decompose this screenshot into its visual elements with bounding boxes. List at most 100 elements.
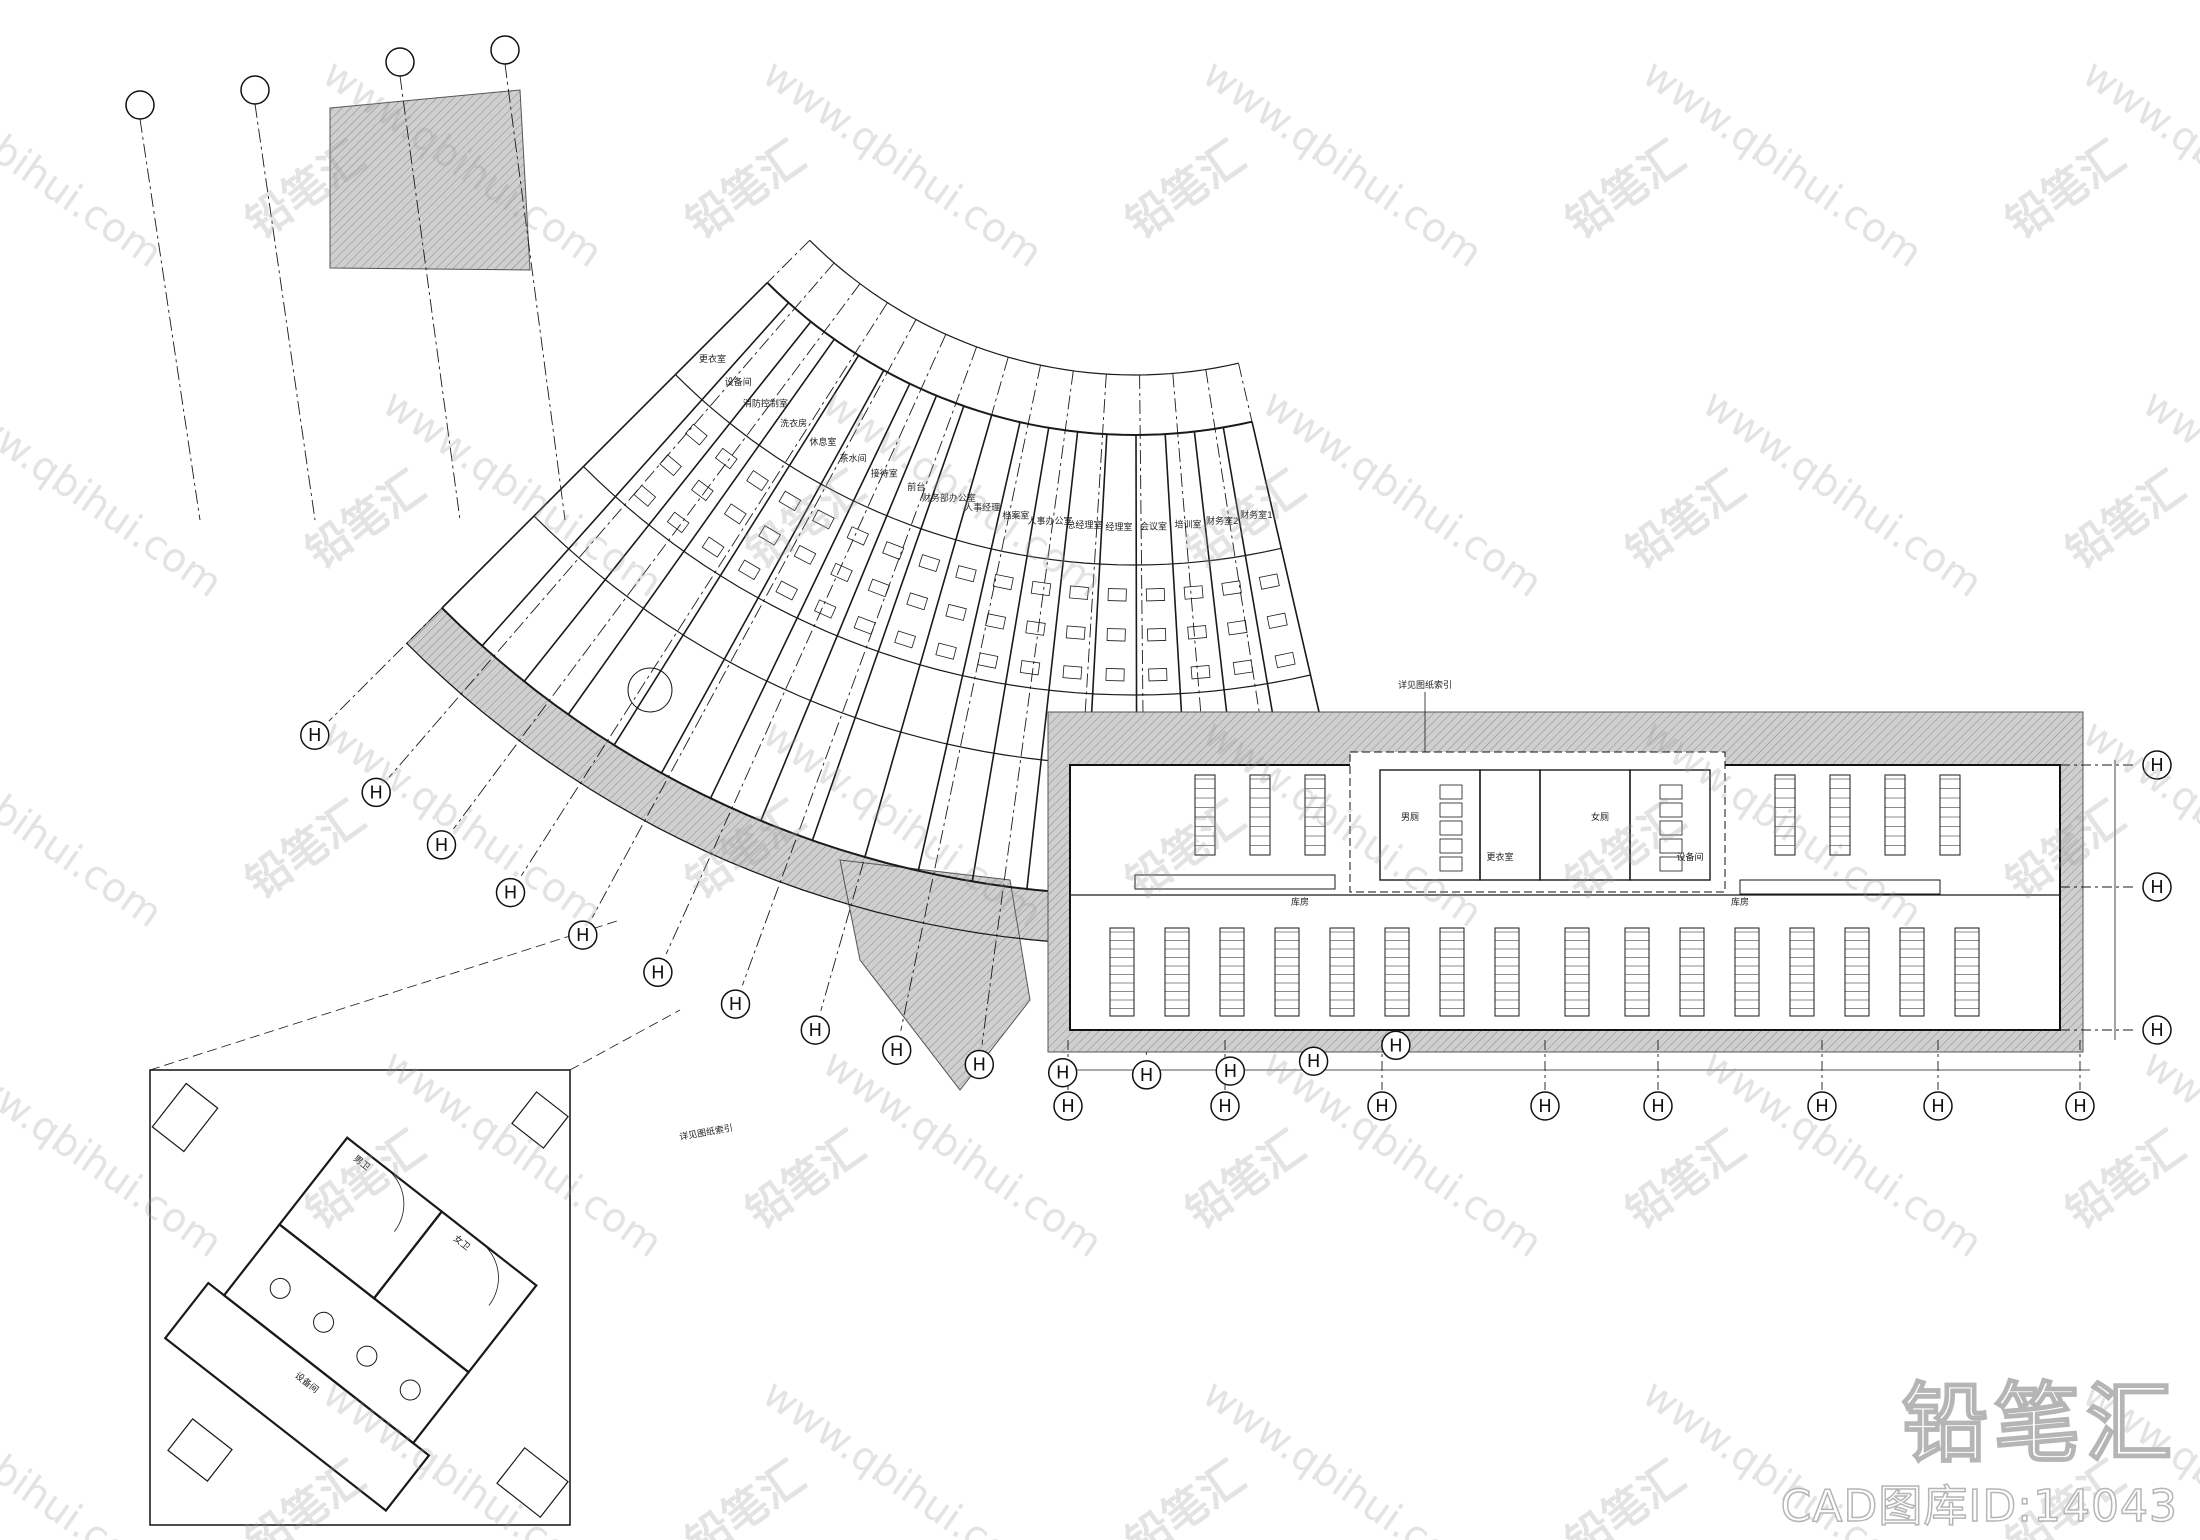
watermark-brand: 铅笔汇 bbox=[1117, 132, 1254, 249]
grid-bubble bbox=[1053, 1091, 1083, 1121]
upper-hatched-wedge bbox=[329, 89, 531, 271]
grid-axis-line bbox=[1205, 369, 1311, 1042]
storage-rack bbox=[1564, 927, 1590, 1017]
grid-bubble bbox=[1367, 1091, 1397, 1121]
room-label: 库房 bbox=[1731, 896, 1749, 908]
watermark-brand: 铅笔汇 bbox=[677, 132, 814, 249]
room-label: 财务部办公室 bbox=[922, 492, 976, 504]
grid-axis-line bbox=[1172, 373, 1230, 1052]
storage-rack bbox=[1219, 927, 1245, 1017]
storage-rack bbox=[1844, 927, 1870, 1017]
desk bbox=[778, 490, 802, 512]
room-label: 更衣室 bbox=[699, 353, 726, 365]
storage-rack bbox=[1789, 927, 1815, 1017]
storage-rack bbox=[1734, 927, 1760, 1017]
desk bbox=[1266, 612, 1288, 629]
grid-bubble bbox=[361, 777, 391, 808]
brand-id: CAD图库ID:14043 bbox=[1780, 1480, 2178, 1533]
room-label: 经理室 bbox=[1105, 521, 1132, 533]
grid-bubble bbox=[1131, 1060, 1162, 1090]
grid-label: H bbox=[369, 782, 383, 803]
desk bbox=[1147, 628, 1167, 642]
watermark-brand: 铅笔汇 bbox=[737, 462, 874, 579]
storage-rack bbox=[1884, 774, 1906, 856]
storage-rack bbox=[1329, 927, 1355, 1017]
desk bbox=[882, 541, 905, 560]
grid-label: H bbox=[1389, 1035, 1403, 1056]
fixture bbox=[313, 1311, 335, 1333]
door-swing bbox=[480, 1242, 499, 1306]
grid-label: H bbox=[308, 725, 322, 746]
watermark-brand: 铅笔汇 bbox=[297, 462, 434, 579]
grid-label: H bbox=[890, 1040, 904, 1061]
grid-bubble bbox=[568, 920, 598, 950]
desk bbox=[977, 652, 999, 669]
watermark-brand: 铅笔汇 bbox=[1557, 1452, 1694, 1540]
grid-bubble bbox=[1210, 1091, 1240, 1121]
grid-label: H bbox=[504, 883, 518, 904]
wing-radial-wall bbox=[660, 369, 885, 774]
storage-rack bbox=[1194, 774, 1216, 856]
grid-bubble bbox=[490, 35, 520, 65]
grid-axis-line bbox=[1238, 363, 1392, 1026]
desk bbox=[992, 573, 1014, 591]
grid-bubble bbox=[300, 720, 330, 750]
grid-axis-line bbox=[1139, 374, 1147, 1055]
wing-radial-wall bbox=[481, 302, 790, 647]
storage-rack bbox=[1494, 927, 1520, 1017]
storage-rack bbox=[1304, 774, 1326, 856]
watermark-brand: 铅笔汇 bbox=[1617, 1122, 1754, 1239]
grid-bubble bbox=[1807, 1091, 1837, 1121]
grid-axis-line bbox=[981, 370, 1074, 1045]
grid-bubble bbox=[1530, 1091, 1560, 1121]
grid-label: H bbox=[1375, 1096, 1389, 1117]
desk bbox=[666, 511, 690, 534]
grid-bubble bbox=[643, 957, 673, 988]
desk bbox=[830, 562, 853, 583]
storage-rack bbox=[1829, 774, 1851, 856]
desk bbox=[918, 554, 941, 573]
desk bbox=[945, 603, 967, 621]
desk bbox=[659, 454, 682, 477]
watermark-brand: 铅笔汇 bbox=[737, 1122, 874, 1239]
desk bbox=[685, 423, 708, 446]
wing-radial-wall bbox=[760, 395, 938, 822]
room-label: 培训室 bbox=[1174, 519, 1201, 531]
horizontal-rack bbox=[1739, 879, 1941, 895]
room-label: 男厕 bbox=[1401, 812, 1419, 823]
grid-bubble bbox=[240, 75, 270, 105]
grid-axis-line bbox=[1063, 374, 1107, 1053]
desk bbox=[814, 599, 837, 619]
index-note: 详见图纸索引 bbox=[678, 1122, 733, 1143]
desk bbox=[737, 559, 761, 581]
room-label: 财务室2 bbox=[1206, 515, 1239, 527]
grid-label: H bbox=[1224, 1061, 1238, 1082]
fixture bbox=[399, 1379, 421, 1401]
storage-rack bbox=[1384, 927, 1410, 1017]
wing-radial-wall bbox=[811, 405, 965, 841]
grid-bubble bbox=[2142, 872, 2172, 902]
grid-label: H bbox=[1307, 1051, 1321, 1072]
desk bbox=[758, 525, 781, 546]
wing-radial-wall bbox=[523, 321, 812, 682]
storage-rack bbox=[1624, 927, 1650, 1017]
watermark-brand: 铅笔汇 bbox=[1617, 462, 1754, 579]
grid-axis-line bbox=[900, 365, 1041, 1031]
toilet-stall bbox=[1659, 784, 1683, 800]
room-label: 总经理室 bbox=[1066, 519, 1102, 531]
storage-rack bbox=[1899, 927, 1925, 1017]
desk bbox=[1145, 588, 1165, 602]
grid-bubble bbox=[964, 1049, 995, 1080]
fixture bbox=[356, 1345, 378, 1367]
room-label: 设备间 bbox=[1676, 851, 1703, 863]
room-label: 更衣室 bbox=[1486, 851, 1513, 863]
desk bbox=[746, 470, 769, 492]
round-table bbox=[627, 667, 673, 713]
storage-rack bbox=[1939, 774, 1961, 856]
desk bbox=[1030, 580, 1052, 597]
toilet-core-dashed bbox=[1349, 751, 1726, 893]
detail-leader bbox=[569, 1009, 681, 1071]
desk bbox=[894, 630, 916, 649]
room-label: 人事经理 bbox=[964, 502, 1000, 514]
